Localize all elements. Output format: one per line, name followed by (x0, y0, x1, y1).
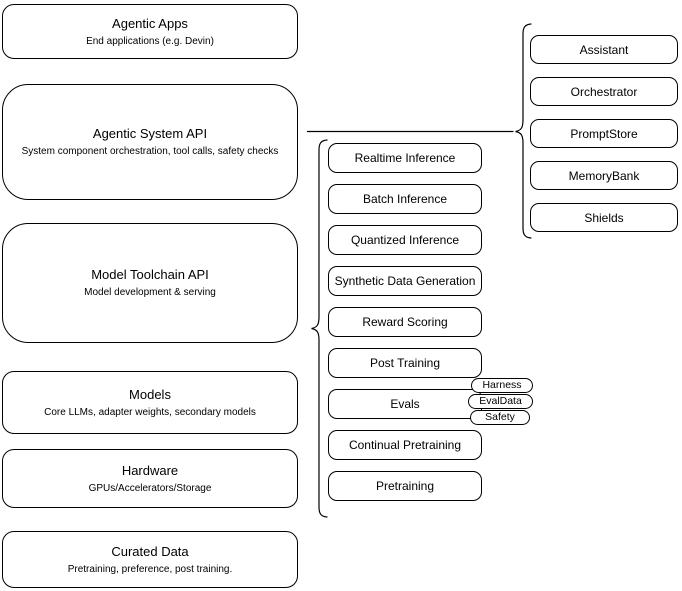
node-assistant: Assistant (530, 35, 678, 64)
components-brace (515, 23, 532, 239)
tag-harness: Harness (471, 378, 533, 393)
node-subtitle: Pretraining, preference, post training. (67, 563, 233, 575)
node-title: Agentic System API (92, 126, 208, 141)
node-title: Hardware (121, 462, 179, 478)
node-continual-pretraining: Continual Pretraining (328, 430, 482, 460)
tag-safety: Safety (470, 410, 530, 425)
node-subtitle: Model development & serving (84, 287, 216, 298)
toolchain-brace (311, 139, 328, 518)
node-title: Model Toolchain API (91, 267, 209, 282)
node-reward-scoring: Reward Scoring (328, 307, 482, 337)
node-shields: Shields (530, 203, 678, 232)
node-hardware: Hardware GPUs/Accelerators/Storage (2, 449, 298, 508)
node-agentic-system-api: Agentic System API System component orch… (2, 84, 298, 200)
node-title: Agentic Apps (112, 15, 188, 31)
node-quantized-inference: Quantized Inference (328, 225, 482, 255)
node-synthetic-data-generation: Synthetic Data Generation (328, 266, 482, 296)
node-pretraining: Pretraining (328, 471, 482, 501)
node-title: Models (129, 386, 171, 402)
node-title: Curated Data (111, 543, 189, 559)
node-batch-inference: Batch Inference (328, 184, 482, 214)
node-subtitle: System component orchestration, tool cal… (21, 146, 279, 157)
node-promptstore: PromptStore (530, 119, 678, 148)
node-subtitle: End applications (e.g. Devin) (86, 35, 214, 47)
node-subtitle: Core LLMs, adapter weights, secondary mo… (44, 406, 256, 418)
node-curated-data: Curated Data Pretraining, preference, po… (2, 531, 298, 588)
node-subtitle: GPUs/Accelerators/Storage (88, 482, 212, 494)
node-models: Models Core LLMs, adapter weights, secon… (2, 371, 298, 434)
tag-evaldata: EvalData (468, 394, 533, 409)
node-model-toolchain-api: Model Toolchain API Model development & … (2, 223, 298, 343)
node-post-training: Post Training (328, 348, 482, 378)
node-memorybank: MemoryBank (530, 161, 678, 190)
node-agentic-apps: Agentic Apps End applications (e.g. Devi… (2, 4, 298, 59)
node-orchestrator: Orchestrator (530, 77, 678, 106)
node-realtime-inference: Realtime Inference (328, 143, 482, 173)
node-evals: Evals (328, 389, 482, 419)
